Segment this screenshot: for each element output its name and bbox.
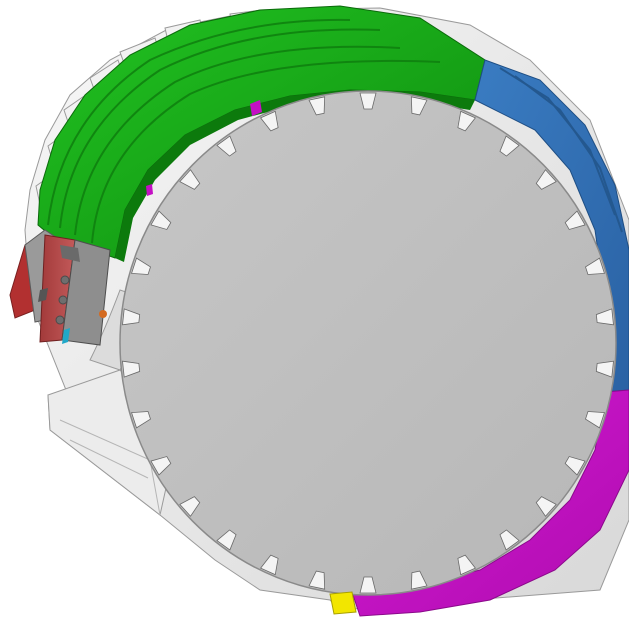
disk-tab bbox=[260, 110, 279, 132]
disk-tab bbox=[595, 308, 614, 326]
disk-tab bbox=[359, 92, 377, 110]
disk-tab bbox=[131, 411, 151, 429]
disk-tab bbox=[457, 110, 476, 132]
disk-tab bbox=[499, 135, 520, 157]
disk-tab bbox=[410, 96, 428, 116]
magenta-marker-left bbox=[146, 184, 153, 196]
disk-tab bbox=[564, 210, 586, 230]
disk-tab bbox=[216, 135, 237, 157]
disk-tab bbox=[535, 169, 557, 190]
disk-tabs bbox=[122, 92, 614, 594]
disk-tab bbox=[150, 210, 172, 230]
disk-tab bbox=[308, 570, 326, 590]
disk-tab bbox=[150, 456, 172, 476]
disk-tab bbox=[131, 257, 151, 275]
disk-tab bbox=[216, 529, 237, 551]
disk-tab bbox=[122, 360, 141, 378]
disk-tab bbox=[499, 529, 520, 551]
disk-tab bbox=[179, 169, 201, 190]
disk-tab bbox=[260, 554, 279, 576]
disk-tab bbox=[564, 456, 586, 476]
bottom-support[interactable] bbox=[329, 591, 357, 615]
disk-tab bbox=[122, 308, 141, 326]
disk-tab bbox=[410, 570, 428, 590]
disk-tab bbox=[308, 96, 326, 116]
disk-tab bbox=[595, 360, 614, 378]
left-terminal-block[interactable] bbox=[9, 229, 111, 346]
disk-face[interactable] bbox=[119, 90, 617, 596]
disk-tab bbox=[535, 496, 557, 517]
disk-tab bbox=[179, 496, 201, 517]
disk-tab bbox=[585, 257, 605, 275]
disk-tab bbox=[585, 411, 605, 429]
disk-tab bbox=[457, 554, 476, 576]
magenta-marker-top bbox=[250, 100, 262, 116]
disk-tab bbox=[359, 576, 377, 594]
coil-segment-bottom[interactable] bbox=[351, 389, 629, 617]
